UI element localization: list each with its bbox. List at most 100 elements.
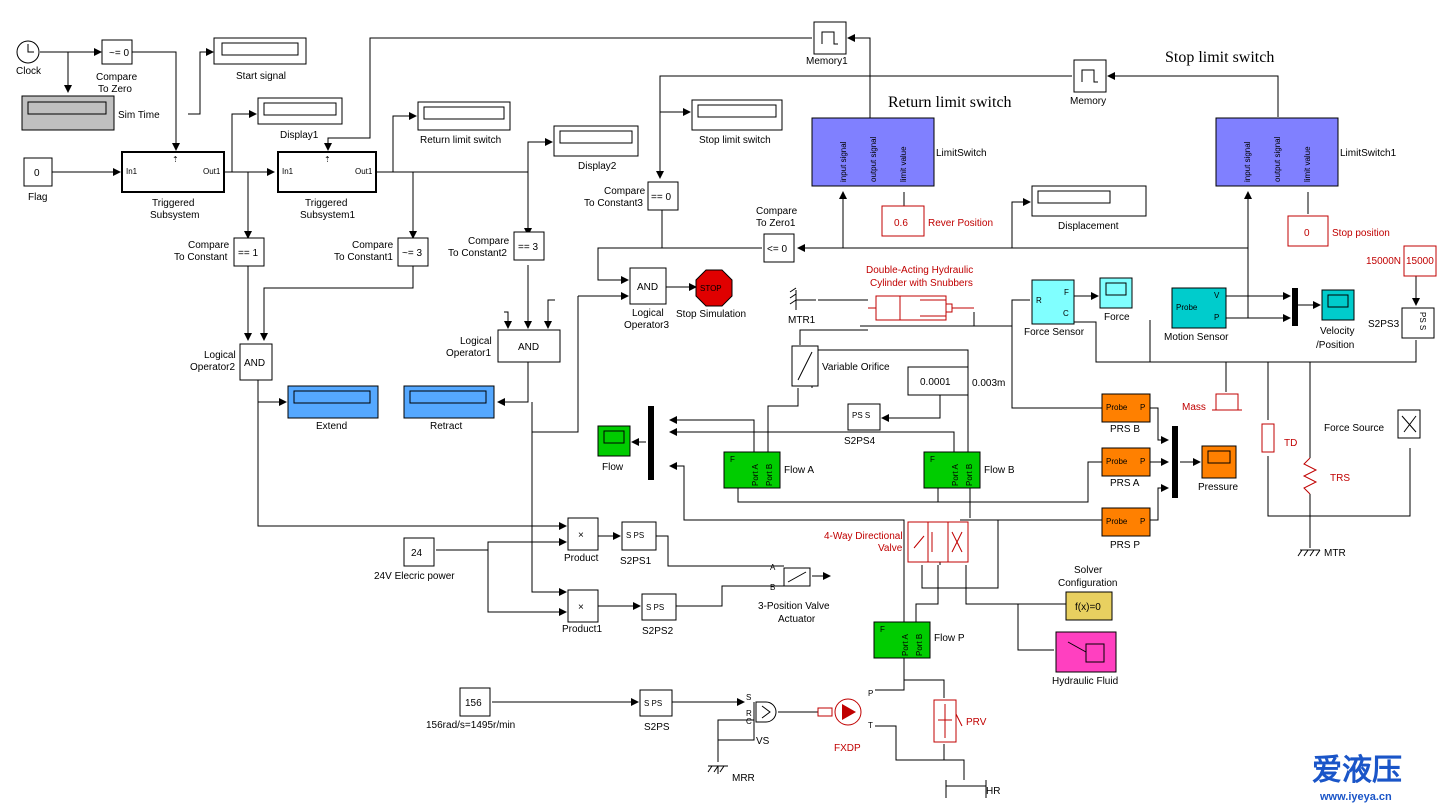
prs-b-sensor[interactable]: [1101, 393, 1151, 423]
orifice-constant[interactable]: [907, 366, 969, 396]
force-constant-value: 15000: [1406, 256, 1434, 267]
logical-operator2-label-1: Logical: [204, 350, 236, 361]
fixed-displacement-pump[interactable]: P T: [817, 689, 873, 730]
flow-a-port-a: Port A: [751, 464, 760, 486]
start-signal-label: Start signal: [236, 71, 286, 82]
rever-position-constant[interactable]: [881, 205, 925, 237]
ts-label-1: Triggered: [152, 198, 194, 209]
logical-operator1-block[interactable]: [497, 329, 561, 363]
flow-p-port-a: Port A: [901, 634, 910, 656]
flow-a-sensor[interactable]: [723, 451, 781, 489]
compare-to-zero1-label-1: Compare: [756, 206, 798, 217]
limitswitch1-label: LimitSwitch1: [1340, 148, 1397, 159]
compare-to-zero-block[interactable]: [101, 39, 133, 65]
ts1-label-2: Subsystem1: [300, 210, 355, 221]
clock-block[interactable]: [16, 40, 40, 64]
pressure-relief-valve[interactable]: [933, 699, 963, 743]
orifice-unit: 0.003m: [972, 378, 1005, 389]
logical-operator2-label-2: Operator2: [190, 362, 235, 373]
stop-simulation-block[interactable]: STOP: [695, 269, 733, 307]
logical-operator3-block[interactable]: [629, 267, 667, 305]
compare-to-constant-label-1: Compare: [188, 240, 230, 251]
compare-to-zero-label-2: To Zero: [98, 84, 132, 95]
s2ps4-block[interactable]: [847, 403, 881, 431]
valve-actuator[interactable]: A B: [770, 563, 811, 592]
product-block[interactable]: [567, 517, 599, 551]
s2ps2-block[interactable]: [641, 593, 677, 621]
compare-to-zero1-block[interactable]: [763, 233, 795, 263]
compare-to-constant1-block[interactable]: [397, 237, 429, 267]
force-constant[interactable]: [1403, 245, 1437, 277]
logical-operator1-label-1: Logical: [460, 336, 492, 347]
s2ps3-block[interactable]: [1401, 307, 1435, 339]
ts-trigger-icon: ⇡: [172, 155, 179, 164]
ts-label-2: Subsystem: [150, 210, 199, 221]
valve-actuator-port-b: B: [770, 583, 775, 592]
pressure-mux: [1172, 426, 1178, 498]
displacement-label: Displacement: [1058, 221, 1119, 232]
speed-value: 156: [465, 698, 482, 709]
compare-to-constant1-label-1: Compare: [352, 240, 394, 251]
logical-operator2-block[interactable]: [239, 343, 273, 381]
watermark: 爱液压 www.iyeya.cn: [1312, 754, 1402, 803]
logical-operator3-and: AND: [637, 282, 658, 293]
limitswitch-label: LimitSwitch: [936, 148, 987, 159]
limitswitch1-block[interactable]: [1215, 117, 1339, 187]
compare-to-constant3-block[interactable]: [647, 181, 679, 211]
memory-label: Memory: [1070, 96, 1106, 107]
speed-constant[interactable]: [459, 687, 491, 717]
fxdp-port-t: T: [868, 721, 873, 730]
force-sensor-label: Force Sensor: [1024, 327, 1085, 338]
valve-actuator-label-2: Actuator: [778, 614, 816, 625]
flow-b-port-a: Port A: [951, 464, 960, 486]
product1-symbol: ×: [578, 602, 584, 613]
force-sensor-port-r: R: [1036, 296, 1042, 305]
s2ps1-text: S PS: [626, 531, 644, 540]
mass-block[interactable]: [1212, 393, 1242, 411]
stop-position-constant[interactable]: [1287, 215, 1329, 247]
speed-label: 156rad/s=1495r/min: [426, 720, 515, 731]
prs-p-sensor[interactable]: [1101, 507, 1151, 537]
flow-p-sensor[interactable]: [873, 621, 931, 659]
prs-b-port-p: P: [1140, 403, 1145, 412]
limitswitch1-input-port: input signal: [1243, 141, 1252, 182]
memory-block[interactable]: [1073, 59, 1107, 93]
flow-p-label: Flow P: [934, 633, 965, 644]
product-label: Product: [564, 553, 599, 564]
damper-td[interactable]: [1261, 423, 1275, 453]
s2ps-text: S PS: [644, 699, 662, 708]
power-constant[interactable]: [403, 537, 435, 567]
watermark-url: www.iyeya.cn: [1319, 791, 1392, 803]
ts-in1: In1: [126, 167, 138, 176]
s2ps1-label: S2PS1: [620, 556, 652, 567]
compare-to-constant1-label-2: To Constant1: [334, 252, 393, 263]
memory1-block[interactable]: [813, 21, 847, 55]
flow-a-port-b: Port B: [765, 464, 774, 486]
velocity-source[interactable]: S R C: [746, 693, 777, 726]
prs-a-label: PRS A: [1110, 478, 1140, 489]
compare-to-constant2-block[interactable]: [513, 231, 545, 261]
s2ps1-block[interactable]: [621, 521, 657, 551]
product1-block[interactable]: [567, 589, 599, 623]
prs-a-sensor[interactable]: [1101, 447, 1151, 477]
hydraulic-cylinder[interactable]: [868, 295, 974, 321]
compare-to-constant-block[interactable]: [233, 237, 265, 267]
motion-sensor[interactable]: [1171, 287, 1227, 329]
flag-constant[interactable]: [23, 157, 53, 187]
s2ps-block[interactable]: [639, 689, 673, 717]
prs-b-probe: Probe: [1106, 403, 1128, 412]
limitswitch-block[interactable]: [811, 117, 935, 187]
spring-trs[interactable]: [1302, 457, 1318, 495]
force-constant-label: 15000N: [1366, 256, 1401, 267]
force-sensor[interactable]: [1031, 279, 1075, 325]
triggered-subsystem1[interactable]: [277, 151, 377, 193]
flow-b-sensor[interactable]: [923, 451, 981, 489]
triggered-subsystem[interactable]: [121, 151, 225, 193]
s2ps4-text: PS S: [852, 411, 870, 420]
four-way-directional-valve[interactable]: [907, 521, 969, 563]
solver-configuration[interactable]: [1065, 591, 1113, 621]
flag-value: 0: [34, 168, 40, 179]
stop-position-value: 0: [1304, 228, 1310, 239]
